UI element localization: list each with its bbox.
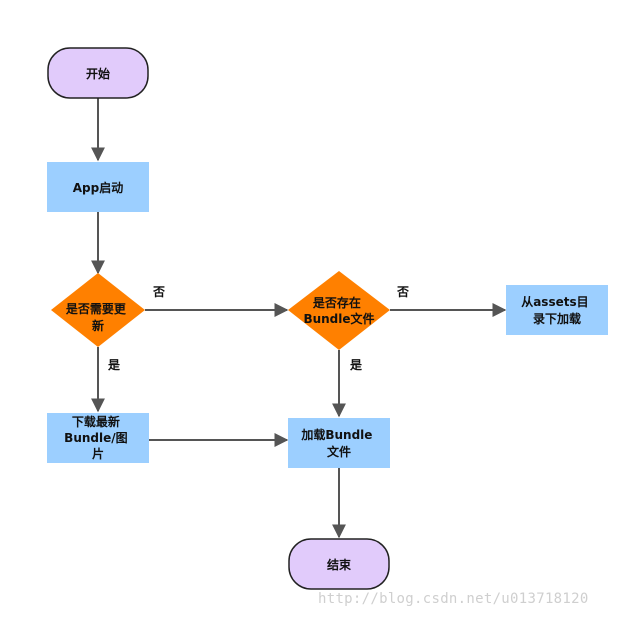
app-start-shape <box>47 162 149 212</box>
start-label-line: 开始 <box>86 66 110 81</box>
edge-label-need-update-yes: 是 <box>107 358 121 372</box>
load-from-assets-label-line-2: 录下加载 <box>533 311 581 326</box>
start-label: 开始 <box>86 66 110 81</box>
edges <box>91 98 507 539</box>
download-latest-label: 下载最新 Bundle/图 片 <box>64 414 132 461</box>
start-node: 开始 <box>47 47 149 99</box>
need-update-label-line-2: 新 <box>92 318 104 333</box>
bundle-exists-decision: 是否存在 Bundle文件 <box>288 271 390 350</box>
end-label: 结束 <box>327 557 352 572</box>
app-start-label: App启动 <box>73 180 123 195</box>
end-shape <box>288 538 390 590</box>
edge-label-need-update-no: 否 <box>152 285 165 299</box>
app-start-node: App启动 <box>47 162 149 212</box>
bundle-exists-shape <box>288 271 390 350</box>
start-shape <box>47 47 149 99</box>
bundle-exists-label: 是否存在 Bundle文件 <box>303 295 374 326</box>
need-update-label: 是否需要更 新 <box>65 301 130 333</box>
load-bundle-node: 加载Bundle 文件 <box>288 418 390 468</box>
edge-label-bundle-exists-no: 否 <box>396 285 409 299</box>
bundle-exists-label-line-2: Bundle文件 <box>303 311 374 326</box>
need-update-decision: 是否需要更 新 <box>51 273 145 347</box>
end-node: 结束 <box>288 538 390 590</box>
bundle-exists-label-line-1: 是否存在 <box>312 295 361 310</box>
download-latest-label-line-1: 下载最新 <box>72 414 120 429</box>
download-latest-label-line-2: Bundle/图 <box>64 431 127 445</box>
load-from-assets-node: 从assets目 录下加载 <box>506 285 608 335</box>
load-bundle-shape <box>288 418 390 468</box>
load-bundle-label-line-2: 文件 <box>327 444 351 459</box>
download-latest-label-line-3: 片 <box>92 446 104 461</box>
need-update-shape <box>51 273 145 347</box>
edge-label-bundle-exists-yes: 是 <box>349 358 363 372</box>
load-bundle-label: 加载Bundle 文件 <box>300 427 376 459</box>
need-update-label-line-1: 是否需要更 <box>65 301 127 316</box>
load-from-assets-shape <box>506 285 608 335</box>
load-from-assets-label-line-1: 从assets目 <box>521 295 588 309</box>
watermark: http://blog.csdn.net/u013718120 <box>318 591 589 607</box>
end-label-line: 结束 <box>327 557 352 572</box>
download-latest-shape <box>47 413 149 463</box>
load-bundle-label-line-1: 加载Bundle <box>300 427 372 442</box>
download-latest-node: 下载最新 Bundle/图 片 <box>47 413 149 463</box>
app-start-label-line: App启动 <box>73 180 123 195</box>
load-from-assets-label: 从assets目 录下加载 <box>521 295 593 326</box>
